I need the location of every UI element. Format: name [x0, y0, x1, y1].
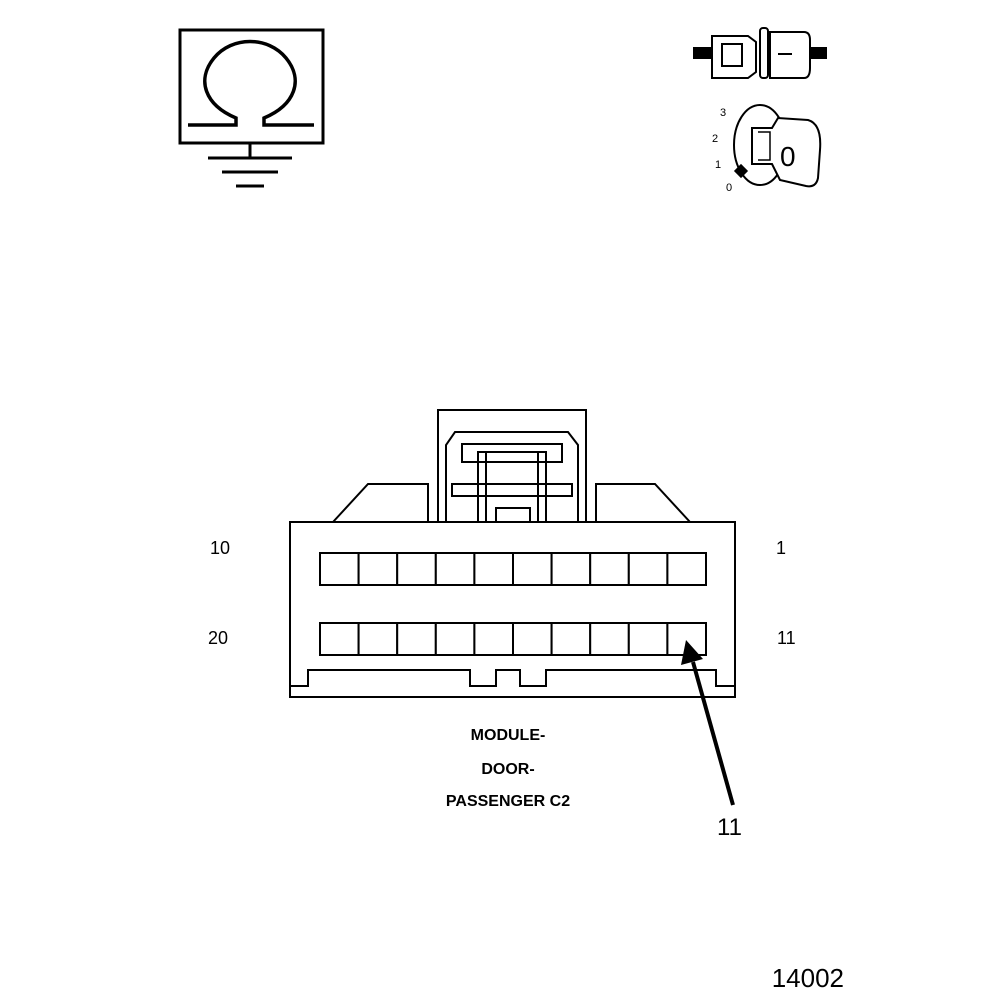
pin-label-bottom-left: 20: [208, 628, 228, 648]
callout-pin-number: 11: [717, 814, 742, 841]
connector-pin-cell-2: [627, 552, 669, 586]
connector-body: [289, 409, 736, 698]
connector-pin-cell-7: [434, 552, 476, 586]
connector-pin-cell-20: [319, 622, 360, 656]
connector-pin-cell-6: [473, 552, 514, 586]
connector-pin-cell-8: [396, 552, 437, 586]
connector-pin-cell-16: [473, 622, 514, 656]
callout-arrow: [681, 640, 735, 806]
ignition-key-icon: 3 2 1 0 0: [712, 104, 822, 194]
connector-name-line: PASSENGER C2: [446, 793, 570, 810]
fuse-icon: [693, 27, 827, 79]
connector-pin-cell-5: [512, 552, 553, 586]
ignition-position-label: 1: [715, 159, 721, 171]
connector-pin-grid: [319, 552, 708, 656]
figure-number: 14002: [772, 963, 844, 993]
ignition-key-glyph: 0: [780, 141, 796, 172]
ohmmeter-ground-icon: [178, 28, 325, 188]
connector-pin-cell-1: [666, 552, 708, 586]
connector-name-line: MODULE-: [471, 727, 546, 744]
connector-pin-cell-12: [627, 622, 669, 656]
connector-pin-cell-9: [357, 552, 399, 586]
pin-label-top-right: 1: [776, 538, 786, 558]
connector-pin-cell-19: [357, 622, 399, 656]
connector-pin-cell-15: [512, 622, 553, 656]
connector-pin-cell-10: [319, 552, 360, 586]
ignition-position-label: 0: [726, 182, 732, 194]
connector-pin-cell-14: [550, 622, 592, 656]
connector-pin-cell-18: [396, 622, 437, 656]
connector-name-line: DOOR-: [481, 761, 534, 778]
pin-label-top-left: 10: [210, 538, 230, 558]
connector-pin-cell-17: [434, 622, 476, 656]
ignition-position-label: 3: [720, 107, 726, 119]
connector-pin-cell-13: [589, 622, 630, 656]
ignition-position-label: 2: [712, 133, 718, 145]
connector-pin-cell-4: [550, 552, 592, 586]
pin-label-bottom-right: 11: [777, 628, 796, 648]
connector-pin-cell-3: [589, 552, 630, 586]
